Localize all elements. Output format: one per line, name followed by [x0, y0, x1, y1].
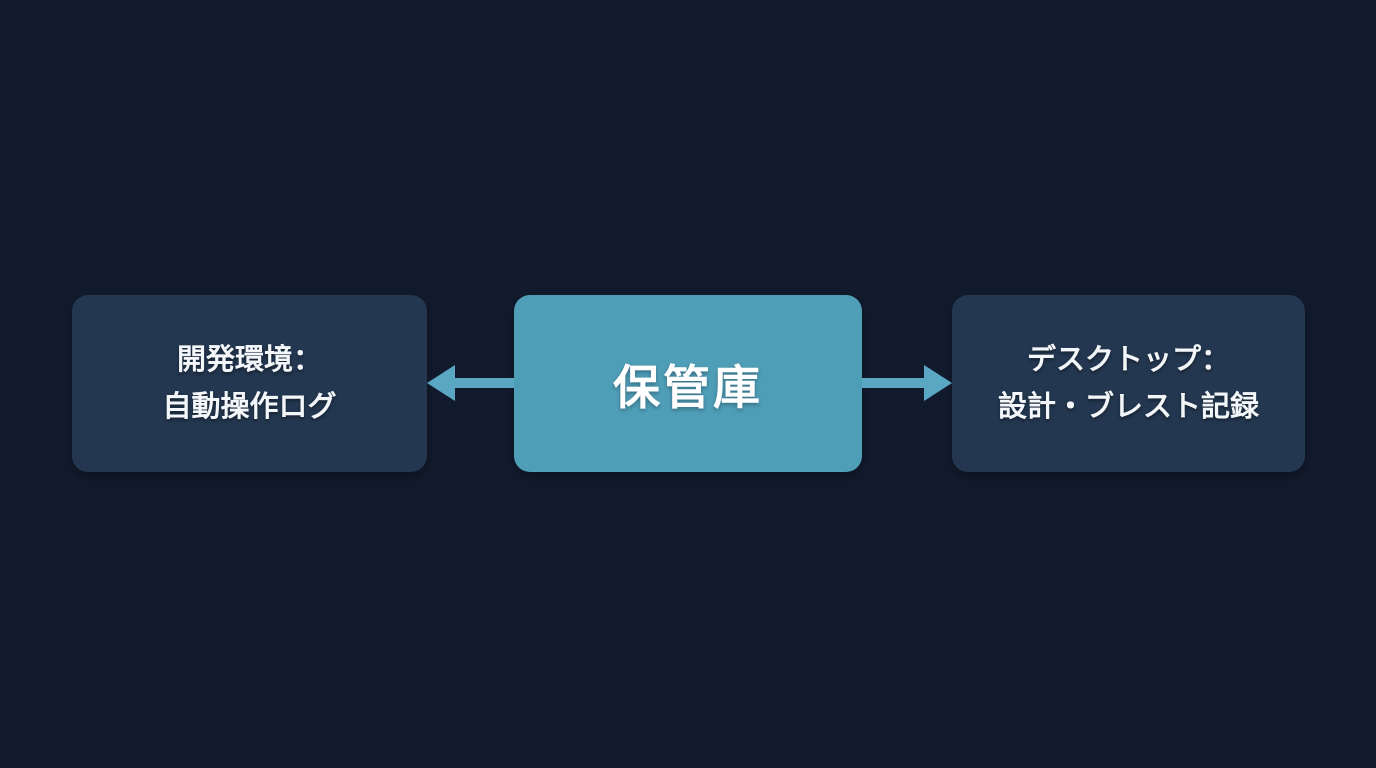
node-dev-environment-line2: 自動操作ログ [162, 390, 337, 423]
arrow-left-icon [427, 365, 514, 401]
node-desktop-line1: デスクトップ： [1026, 343, 1230, 376]
node-desktop: デスクトップ： 設計・ブレスト記録 [952, 295, 1305, 472]
node-vault: 保管庫 [514, 295, 862, 472]
node-vault-label: 保管庫 [613, 361, 763, 414]
node-dev-environment: 開発環境： 自動操作ログ [72, 295, 427, 472]
node-dev-environment-line1: 開発環境： [176, 343, 322, 376]
node-desktop-line2: 設計・ブレスト記録 [997, 390, 1259, 423]
arrow-right-icon [862, 365, 952, 401]
